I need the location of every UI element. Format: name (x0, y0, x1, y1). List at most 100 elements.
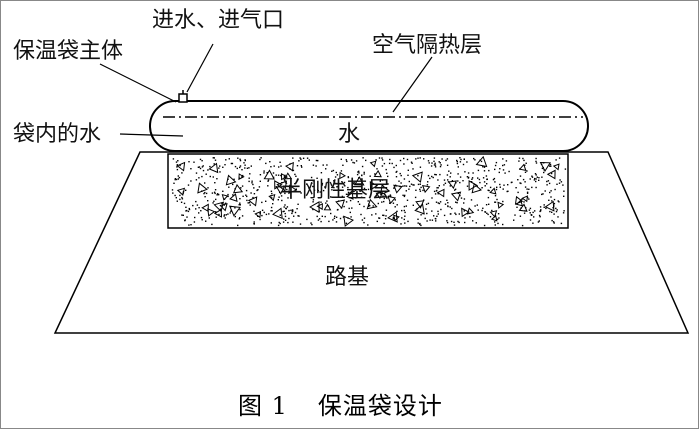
aggregate-triangle (539, 161, 551, 173)
aggregate-dot (453, 224, 456, 226)
aggregate-dot (529, 207, 532, 210)
aggregate-dot (555, 159, 557, 161)
aggregate-dot (514, 214, 516, 216)
aggregate-dot (213, 200, 215, 202)
aggregate-dot (523, 201, 525, 203)
aggregate-dot (548, 199, 550, 201)
aggregate-dot (312, 199, 315, 201)
aggregate-dot (524, 181, 526, 183)
aggregate-dot (448, 170, 450, 172)
aggregate-dot (310, 176, 313, 179)
aggregate-dot (249, 204, 251, 206)
aggregate-dot (265, 162, 267, 165)
aggregate-dot (430, 165, 433, 167)
aggregate-dot (295, 175, 297, 177)
aggregate-dot (434, 166, 437, 168)
aggregate-dot (437, 193, 439, 195)
aggregate-dot (245, 194, 247, 196)
aggregate-triangle (415, 200, 425, 209)
aggregate-dot (219, 208, 222, 210)
aggregate-dot (405, 185, 408, 187)
aggregate-dot (351, 207, 353, 209)
aggregate-dot (474, 205, 476, 207)
aggregate-dot (454, 188, 457, 190)
aggregate-dot (439, 162, 441, 164)
aggregate-dot (345, 159, 347, 161)
aggregate-dot (538, 177, 540, 179)
aggregate-dot (292, 157, 294, 159)
aggregate-dot (523, 212, 526, 214)
aggregate-dot (484, 185, 486, 187)
aggregate-dot (259, 158, 261, 161)
aggregate-dot (435, 218, 437, 220)
aggregate-triangle (521, 195, 528, 203)
aggregate-triangle (335, 199, 346, 210)
aggregate-dot (187, 184, 190, 186)
aggregate-dot (558, 182, 561, 184)
aggregate-triangle (497, 201, 505, 209)
aggregate-dot (263, 211, 265, 214)
aggregate-dot (292, 221, 294, 223)
aggregate-dot (521, 224, 524, 227)
aggregate-dot (392, 218, 394, 220)
aggregate-dot (502, 188, 504, 190)
aggregate-dot (341, 181, 343, 183)
aggregate-dot (325, 202, 327, 204)
aggregate-dot (294, 173, 296, 176)
aggregate-dot (174, 194, 176, 197)
aggregate-dot (487, 196, 490, 199)
aggregate-dot (495, 161, 498, 164)
aggregate-dot (423, 199, 425, 201)
aggregate-dot (409, 185, 411, 188)
aggregate-dot (181, 172, 183, 174)
aggregate-dot (403, 163, 405, 165)
aggregate-dot (553, 198, 556, 201)
aggregate-dot (513, 219, 515, 221)
inlet-nozzle (178, 90, 188, 103)
aggregate-dot (212, 157, 214, 159)
aggregate-dot (229, 212, 231, 214)
aggregate-dot (396, 204, 398, 206)
aggregate-dot (538, 214, 541, 217)
aggregate-dot (202, 165, 204, 167)
aggregate-dot (227, 213, 229, 215)
aggregate-dot (198, 212, 200, 214)
aggregate-dot (253, 223, 255, 225)
aggregate-dot (334, 176, 337, 178)
aggregate-dot (389, 194, 392, 196)
aggregate-dot (517, 179, 519, 181)
aggregate-dot (401, 209, 403, 212)
aggregate-dot (419, 188, 421, 191)
aggregate-dot (347, 186, 349, 189)
aggregate-dot (179, 164, 181, 167)
aggregate-dot (529, 219, 532, 221)
aggregate-dot (431, 162, 433, 164)
aggregate-dot (230, 210, 232, 212)
aggregate-dot (237, 157, 239, 159)
aggregate-dot (526, 188, 528, 190)
aggregate-dot (239, 198, 241, 200)
aggregate-dot (446, 158, 449, 160)
aggregate-dot (252, 196, 254, 199)
aggregate-dot (196, 204, 199, 206)
aggregate-dot (239, 204, 241, 206)
aggregate-dot (553, 222, 555, 224)
aggregate-dot (526, 170, 528, 172)
aggregate-dot (250, 165, 252, 167)
aggregate-dot (200, 216, 203, 219)
aggregate-dot (444, 203, 447, 205)
aggregate-triangle (461, 207, 470, 218)
aggregate-dot (376, 220, 378, 223)
aggregate-triangle (346, 191, 354, 200)
aggregate-dot (539, 206, 542, 208)
aggregate-dot (498, 171, 500, 174)
aggregate-dot (267, 180, 269, 182)
aggregate-dot (253, 193, 256, 195)
aggregate-dot (355, 189, 357, 192)
aggregate-dot (429, 177, 431, 180)
aggregate-dot (253, 187, 255, 189)
aggregate-dot (464, 171, 466, 173)
aggregate-dot (504, 172, 506, 174)
aggregate-dot (310, 222, 312, 224)
